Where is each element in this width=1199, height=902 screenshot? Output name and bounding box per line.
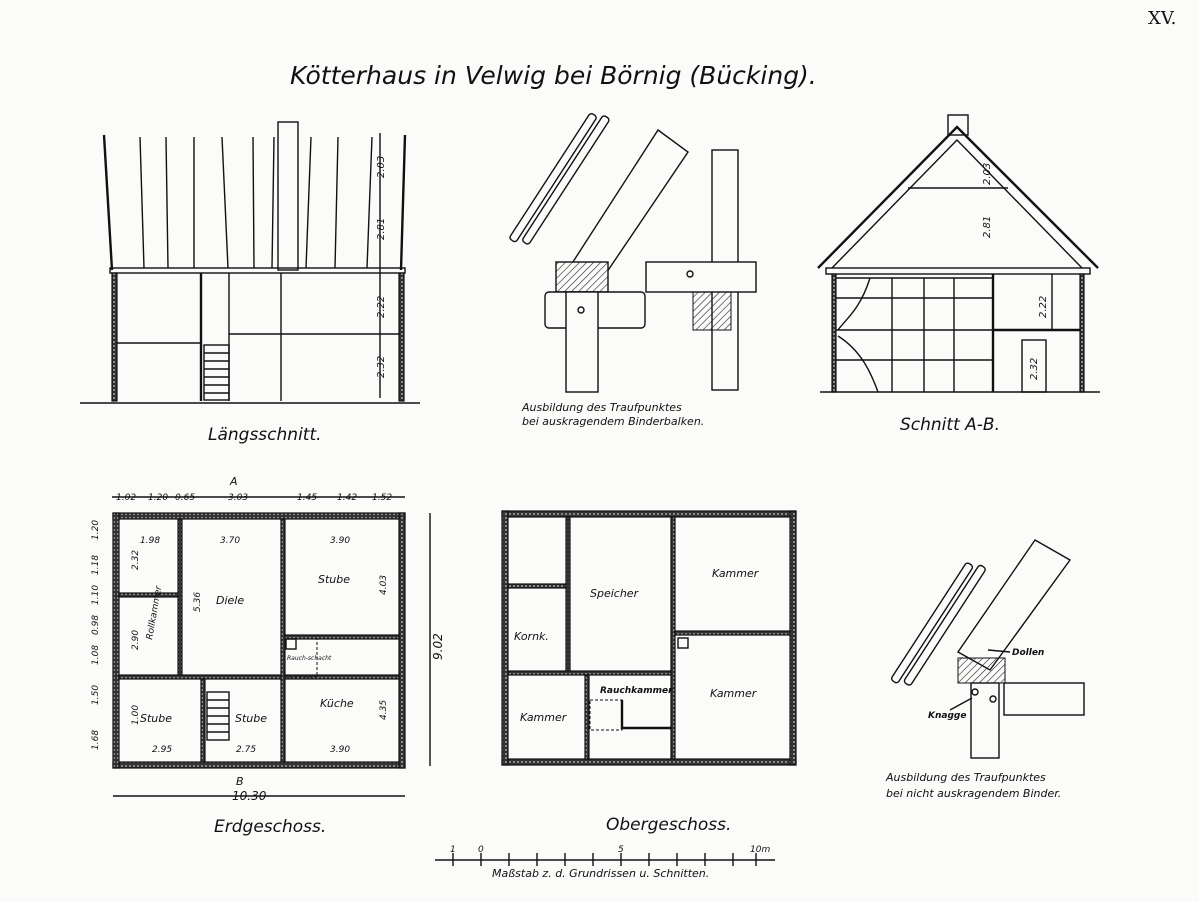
scale-label: 5: [618, 845, 624, 855]
eaves-detail-2-caption-line2: bei nicht auskragendem Binder.: [886, 787, 1061, 800]
room-diele: Diele: [216, 594, 244, 607]
dim-inner: 4.35: [379, 700, 389, 720]
dim-inner: 5.36: [193, 592, 203, 612]
longitudinal-section: 2.03 2.81 2.22 2.32 Längsschnitt.: [80, 121, 420, 445]
dim-top: 3.03: [228, 493, 248, 503]
label-dollen: Dollen: [1012, 648, 1044, 658]
stairs: [206, 691, 230, 741]
dim-left: 1.50: [91, 685, 101, 705]
section-mark-b: B: [236, 775, 244, 788]
dim-top: 1.02: [116, 493, 136, 503]
dim-ground-storey: 2.32: [376, 356, 387, 378]
room-kammer-ne: Kammer: [712, 567, 760, 580]
room-rauchschacht: Rauch-schacht: [287, 655, 332, 662]
dim-top: 1.52: [372, 493, 392, 503]
upper-floor-caption: Obergeschoss.: [606, 815, 731, 835]
room-kammer-sw: Kammer: [520, 711, 568, 724]
eaves-detail-1-caption-line2: bei auskragendem Binderbalken.: [522, 415, 704, 428]
longitudinal-section-caption: Längsschnitt.: [208, 425, 322, 445]
dim-upper-storey: 2.22: [1038, 296, 1049, 318]
cross-section: 2.03 2.81 2.22 2.32 Schnitt A-B.: [817, 114, 1100, 435]
dim-top: 1.42: [337, 493, 357, 503]
page-title: Kötterhaus in Velwig bei Börnig (Bücking…: [290, 61, 817, 90]
dim-upper-storey: 2.22: [376, 296, 387, 318]
room-kueche: Küche: [320, 697, 354, 710]
dim-left: 1.18: [91, 555, 101, 575]
dim-top: 1.20: [148, 493, 168, 503]
dim-overall-depth: 9.02: [431, 633, 445, 660]
dim-left: 1.20: [91, 520, 101, 540]
room-speicher: Speicher: [590, 587, 640, 600]
dim-inner: 3.90: [330, 745, 350, 755]
rafters: [102, 134, 407, 271]
dim-inner: 4.03: [379, 575, 389, 595]
dim-left: 1.68: [91, 730, 101, 750]
dim-roof-upper: 2.03: [982, 163, 993, 185]
label-knagge: Knagge: [928, 711, 966, 721]
sheet-number: XV.: [1148, 8, 1176, 29]
room-kornkammer: Kornk.: [514, 630, 549, 643]
ground-floor-caption: Erdgeschoss.: [214, 817, 326, 837]
dim-inner: 2.32: [131, 550, 141, 570]
scale-label: 1: [450, 845, 456, 855]
dim-inner: 3.90: [330, 536, 350, 546]
ground-floor-plan: A B 1.02 1.20 0.65 3.03 1.45 1.42 1.52 1…: [91, 475, 445, 837]
dim-inner: 2.90: [131, 630, 141, 650]
room-kammer-se: Kammer: [710, 687, 758, 700]
dim-inner: 2.75: [236, 745, 256, 755]
eaves-detail-projecting: Ausbildung des Traufpunktes bei auskrage…: [509, 112, 757, 428]
cross-section-caption: Schnitt A-B.: [900, 415, 1000, 435]
dim-top: 1.45: [297, 493, 317, 503]
stairs: [589, 699, 671, 731]
scale-bar-caption: Maßstab z. d. Grundrissen u. Schnitten.: [492, 867, 709, 880]
dim-inner: 1.00: [131, 705, 141, 725]
dim-top: 0.65: [175, 493, 195, 503]
scale-label: 10m: [750, 845, 770, 855]
stairs: [203, 344, 230, 401]
room-stube-ne: Stube: [318, 573, 350, 586]
dim-left: 1.08: [91, 645, 101, 665]
eaves-detail-2-caption-line1: Ausbildung des Traufpunktes: [885, 771, 1046, 784]
dim-roof-lower: 2.81: [982, 216, 993, 238]
section-mark-a: A: [229, 475, 238, 488]
room-stube-s: Stube: [235, 712, 267, 725]
dim-inner: 3.70: [220, 536, 240, 546]
upper-floor-plan: Speicher Kammer Kornk. Rauchkammer Kamme…: [501, 510, 797, 835]
eaves-detail-non-projecting: Dollen Knagge Ausbildung des Traufpunkte…: [885, 539, 1085, 800]
dim-left: 0.98: [91, 615, 101, 635]
room-stube-sw: Stube: [140, 712, 172, 725]
dim-inner: 1.98: [140, 536, 160, 546]
dim-roof-lower: 2.81: [376, 218, 387, 240]
dim-roof-upper: 2.03: [376, 156, 387, 178]
dim-inner: 2.95: [152, 745, 172, 755]
dim-left: 1.10: [91, 585, 101, 605]
eaves-detail-1-caption-line1: Ausbildung des Traufpunktes: [521, 401, 682, 414]
dim-overall-width: 10.30: [232, 789, 267, 803]
scale-bar: 1 0 5 10m Maßstab z. d. Grundrissen u. S…: [435, 845, 775, 880]
chimney: [277, 121, 299, 271]
room-rauchkammer: Rauchkammer: [600, 686, 673, 696]
left-dims: 1.20 1.18 1.10 0.98 1.08 1.50 1.68: [91, 520, 101, 750]
scale-label: 0: [478, 845, 484, 855]
dim-ground-storey: 2.32: [1029, 358, 1040, 380]
